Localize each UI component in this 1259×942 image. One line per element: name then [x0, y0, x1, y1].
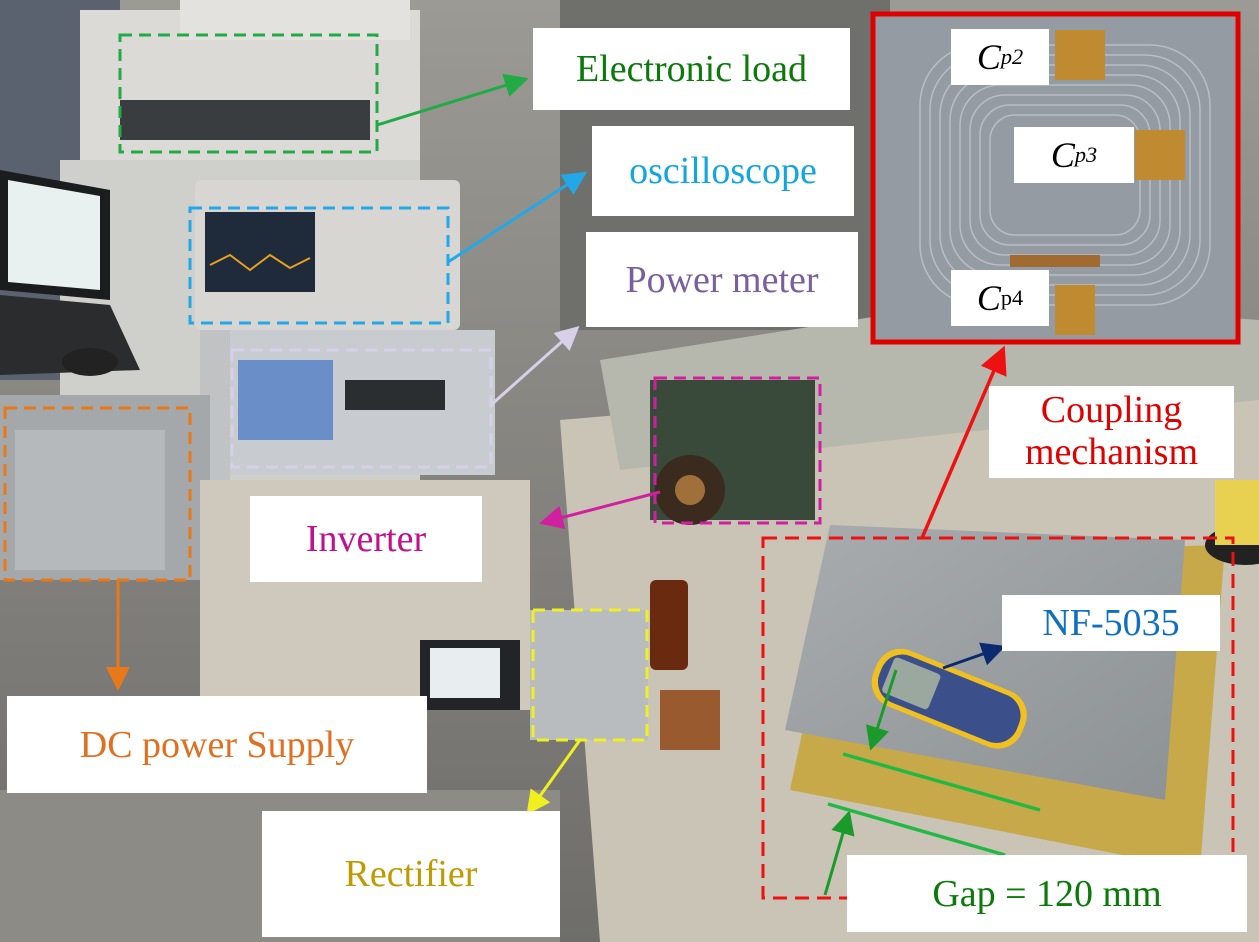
rectifier-device — [530, 610, 648, 740]
capacitor-strip — [1010, 255, 1100, 267]
nf5035-label: NF-5035 — [1002, 595, 1220, 651]
rectifier-label: Rectifier — [262, 811, 560, 937]
gap-line-top — [842, 752, 1041, 812]
electronic-load-panel — [120, 100, 370, 140]
capacitor-bank — [660, 690, 720, 750]
inverter-arrow — [539, 490, 661, 530]
oscilloscope-label: oscilloscope — [592, 126, 854, 216]
electronic-load-box — [118, 33, 379, 154]
gap-label: Gap = 120 mm — [847, 855, 1247, 932]
gap-line-bottom — [827, 802, 1006, 857]
power-meter-display — [345, 380, 445, 410]
capacitor-cp3-part — [1135, 130, 1185, 180]
cp3-symbol: C — [1050, 135, 1075, 175]
cp2-symbol: C — [976, 37, 1001, 77]
dc-power-supply-text: DC power Supply — [79, 723, 355, 766]
electronic-load-text: Electronic load — [575, 48, 808, 90]
nf5035-arrow — [942, 642, 1006, 670]
power-meter-arrow — [490, 326, 580, 407]
power-meter-text: Power meter — [625, 258, 819, 301]
inverter-box — [653, 376, 822, 525]
dc-power-supply-label: DC power Supply — [7, 696, 427, 793]
waveform-trace — [209, 253, 311, 272]
rectifier-arrow — [526, 739, 582, 815]
wire-spool — [1215, 480, 1259, 545]
coupling-mechanism-arrow — [920, 345, 1007, 539]
oscilloscope-text: oscilloscope — [629, 150, 817, 192]
electronic-load-label: Electronic load — [533, 28, 850, 110]
oscilloscope-box — [188, 206, 450, 325]
power-meter-box — [230, 348, 493, 469]
inverter-label: Inverter — [250, 496, 482, 582]
power-meter-screen — [238, 360, 333, 440]
rectifier-box — [531, 608, 649, 742]
gap-arrow-top — [866, 669, 898, 751]
gap-arrow-bottom — [823, 810, 855, 896]
dc-supply-grille — [15, 430, 165, 570]
coupling-text-line1: Coupling — [1040, 389, 1183, 432]
capacitor-cp4-part — [1055, 285, 1095, 335]
nf5035-meter — [871, 648, 1027, 749]
capacitor-cylinder — [650, 580, 688, 670]
controller-screen — [430, 648, 500, 698]
inverter-text: Inverter — [305, 518, 427, 560]
oscilloscope-arrow — [447, 171, 588, 264]
dc-supply-box — [3, 406, 192, 582]
oscilloscope-screen — [205, 212, 315, 292]
electronic-load-arrow — [376, 73, 529, 127]
mouse — [62, 348, 118, 376]
cp3-subscript: p3 — [1074, 141, 1098, 167]
capacitor-cp2-part — [1055, 30, 1105, 80]
nf5035-text: NF-5035 — [1042, 602, 1180, 644]
gap-text: Gap = 120 mm — [932, 872, 1162, 915]
coupling-text-line2: mechanism — [1024, 431, 1199, 473]
coupling-mechanism-label: Coupling mechanism — [989, 386, 1234, 478]
cp2-subscript: p2 — [1000, 43, 1024, 69]
cp4-subscript: p4 — [1000, 284, 1024, 310]
instrument-top — [180, 0, 410, 40]
laptop-display — [8, 180, 100, 290]
cp4-symbol: C — [976, 278, 1001, 318]
power-meter-label: Power meter — [586, 232, 858, 327]
rectifier-text: Rectifier — [344, 853, 478, 895]
inductor-core — [675, 475, 705, 505]
